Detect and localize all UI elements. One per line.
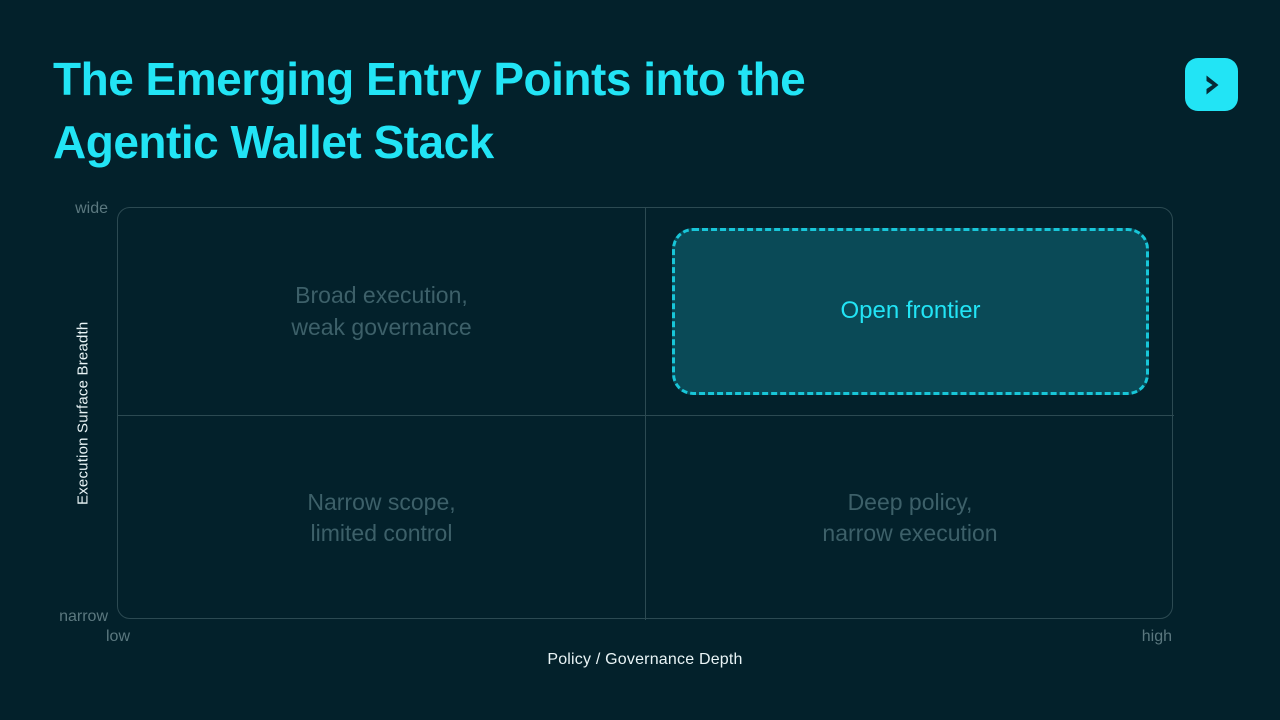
x-axis-title: Policy / Governance Depth — [547, 651, 743, 668]
plot-area: Broad execution, weak governance Narrow … — [117, 207, 1174, 620]
y-axis-max-tick: wide — [75, 200, 108, 217]
quadrant-bottom-left: Narrow scope, limited control — [307, 488, 456, 546]
highlighted-quadrant-card[interactable]: Open frontier — [672, 228, 1149, 395]
y-axis-min-tick: narrow — [59, 608, 108, 625]
quadrant-top-left: Broad execution, weak governance — [291, 282, 472, 340]
x-axis-max-tick: high — [1141, 628, 1172, 645]
quadrant-bottom-right: Deep policy, narrow execution — [822, 488, 998, 546]
y-axis-title: Execution Surface Breadth — [74, 321, 92, 505]
brand-logo[interactable] — [1185, 58, 1238, 111]
chevron-right-icon — [1199, 72, 1225, 98]
grid-divider-vertical — [645, 208, 646, 620]
grid-divider-horizontal — [118, 415, 1174, 416]
page-title: The Emerging Entry Points into the Agent… — [53, 53, 806, 169]
highlighted-quadrant-label: Open frontier — [840, 297, 981, 325]
x-axis-min-tick: low — [106, 628, 131, 645]
